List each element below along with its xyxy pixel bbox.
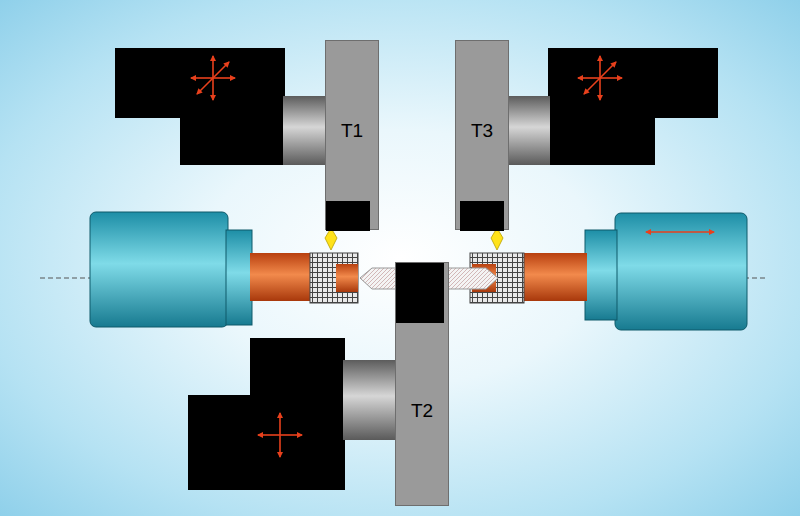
holder-shank (503, 96, 550, 165)
drill (445, 268, 498, 289)
tool-holder (548, 48, 718, 165)
tool-bar: T3 (455, 40, 509, 230)
tool-bar: T2 (395, 262, 449, 506)
tool-holder (115, 48, 285, 165)
insert-seat (396, 263, 444, 323)
drill (360, 268, 398, 289)
tool-holder (188, 338, 345, 490)
sub-spindle (615, 213, 747, 330)
chuck (585, 230, 617, 320)
tool-label: T1 (326, 121, 378, 140)
holder-shank (283, 96, 331, 165)
holder-shank (343, 360, 400, 440)
motion-arrows (191, 56, 714, 457)
bore (336, 264, 358, 292)
tool-bar: T1 (325, 40, 379, 230)
tool-label: T2 (396, 401, 448, 420)
chuck (226, 230, 252, 325)
insert-seat (326, 201, 370, 231)
spindle (90, 212, 228, 327)
cutting-insert (491, 228, 503, 250)
workpiece (250, 253, 312, 301)
workpiece (522, 253, 587, 301)
tool-label: T3 (456, 121, 508, 140)
knurled-section (310, 253, 358, 303)
cutting-insert (325, 228, 337, 250)
insert-seat (460, 201, 504, 231)
